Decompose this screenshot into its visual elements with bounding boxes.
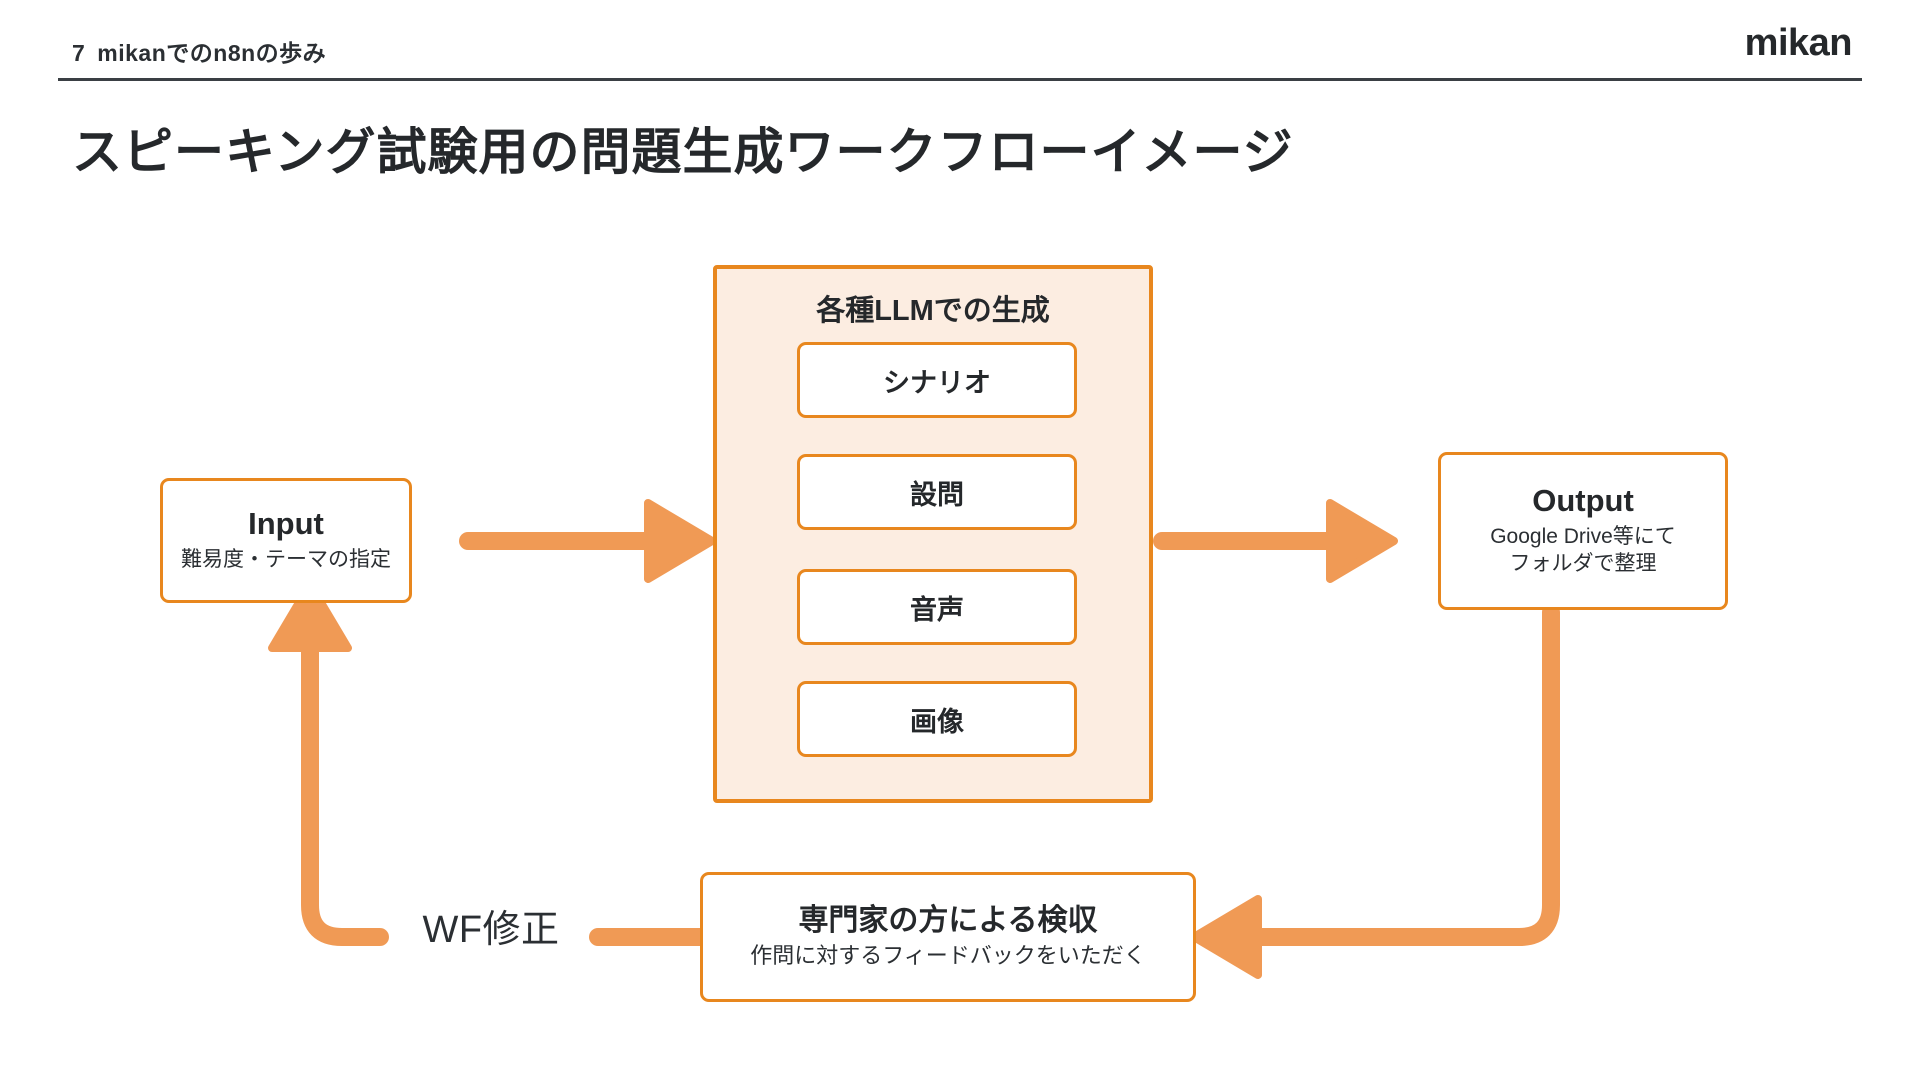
node-input-subtitle: 難易度・テーマの指定 <box>181 548 391 572</box>
slide-header: 7 mikanでのn8nの歩み mikan <box>0 0 1920 90</box>
brand-logo: mikan <box>1744 22 1853 64</box>
breadcrumb: 7 mikanでのn8nの歩み <box>72 34 326 68</box>
arrow-wf-label-to-input <box>268 580 389 946</box>
arrow-output-to-feedback <box>1190 603 1560 979</box>
node-input[interactable]: Input 難易度・テーマの指定 <box>160 478 412 603</box>
arrow-input-to-llm <box>459 499 716 583</box>
node-output-subtitle-line1: Google Drive等にて <box>1490 525 1676 549</box>
node-llm-group[interactable]: 各種LLMでの生成 シナリオ 設問 音声 画像 <box>713 265 1153 803</box>
node-llm-group-title: 各種LLMでの生成 <box>816 295 1050 327</box>
breadcrumb-label: mikanでのn8nの歩み <box>97 40 327 66</box>
page-number: 7 <box>72 40 86 66</box>
llm-item-image[interactable]: 画像 <box>797 681 1077 757</box>
node-feedback-title: 専門家の方による検収 <box>798 903 1098 937</box>
edge-label-wf-revision: WF修正 <box>422 909 560 951</box>
page-title: スピーキング試験用の問題生成ワークフローイメージ <box>72 124 1294 180</box>
llm-item-question[interactable]: 設問 <box>797 454 1077 530</box>
arrow-llm-to-output <box>1153 499 1398 583</box>
llm-item-audio[interactable]: 音声 <box>797 569 1077 645</box>
node-feedback-subtitle: 作問に対するフィードバックをいただく <box>750 942 1146 968</box>
node-output-subtitle-line2: フォルダで整理 <box>1509 552 1657 576</box>
header-divider <box>58 78 1862 81</box>
node-output[interactable]: Output Google Drive等にて フォルダで整理 <box>1438 452 1728 610</box>
node-output-title: Output <box>1532 483 1634 519</box>
llm-item-scenario[interactable]: シナリオ <box>797 342 1077 418</box>
node-input-title: Input <box>248 506 324 542</box>
node-feedback[interactable]: 専門家の方による検収 作問に対するフィードバックをいただく <box>700 872 1196 1002</box>
